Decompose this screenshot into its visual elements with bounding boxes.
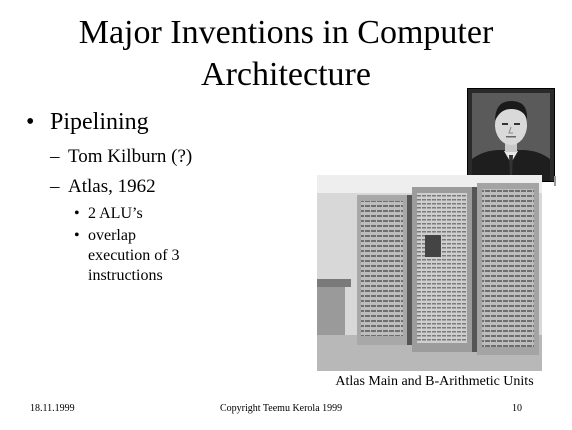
- sub-bullet-atlas: –Atlas, 1962: [50, 176, 156, 198]
- slide-number: 10: [512, 403, 522, 414]
- kilburn-portrait-image: [467, 88, 555, 182]
- dash-marker: –: [50, 176, 60, 197]
- slide-title: Major Inventions in Computer Architectur…: [78, 14, 494, 93]
- point-text: 2 ALU’s: [88, 205, 143, 222]
- divider-line: [554, 176, 556, 186]
- bullet-marker: •: [74, 227, 80, 244]
- bullet-pipelining: • Pipelining: [26, 108, 149, 136]
- footer-copyright: Copyright Teemu Kerola 1999: [220, 403, 343, 414]
- bullet-marker: •: [74, 205, 80, 222]
- atlas-graphic: [317, 175, 542, 371]
- footer-date: 18.11.1999: [30, 403, 75, 414]
- sub-bullet-text: Tom Kilburn (?): [68, 146, 193, 167]
- dash-marker: –: [50, 146, 60, 167]
- bullet-text: Pipelining: [50, 109, 149, 135]
- bullet-marker: •: [26, 109, 35, 135]
- portrait-graphic: [468, 89, 554, 181]
- point-text: overlap execution of 3 instructions: [88, 227, 180, 284]
- sub-bullet-text: Atlas, 1962: [68, 176, 156, 197]
- point-alus: • 2 ALU’s: [74, 204, 198, 224]
- atlas-computer-image: [317, 175, 542, 371]
- point-overlap: • overlap execution of 3 instructions: [74, 226, 180, 286]
- sub-bullet-kilburn: –Tom Kilburn (?): [50, 146, 192, 168]
- image-caption: Atlas Main and B-Arithmetic Units: [335, 374, 534, 389]
